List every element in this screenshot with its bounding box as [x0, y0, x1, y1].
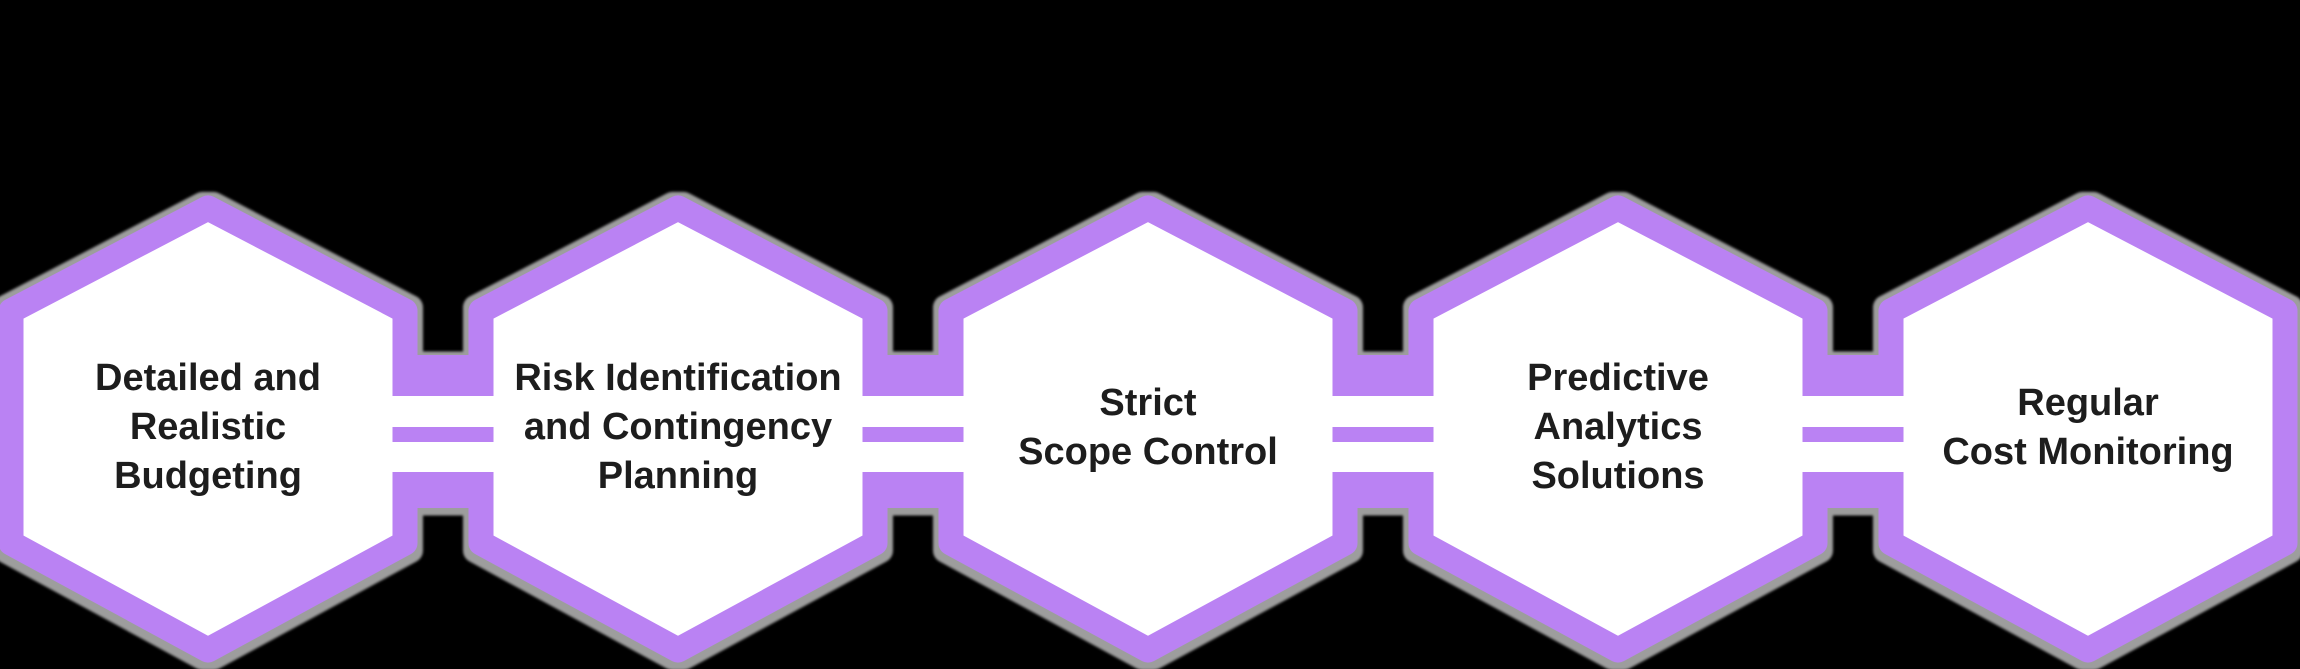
hexagon-label-3: Strict Scope Control: [1018, 381, 1278, 473]
hexagon-label-1: Detailed and Realistic Budgeting: [95, 357, 321, 497]
connector-slit: [358, 442, 528, 472]
connector-slit: [1298, 396, 1468, 427]
connector-slit: [1768, 442, 1938, 472]
hexagon-label-5: Regular Cost Monitoring: [1942, 381, 2234, 473]
hexagon-label-2: Risk Identification and Contingency Plan…: [514, 357, 842, 497]
connector-slit: [828, 442, 998, 472]
hexagon-shape-3: [938, 195, 1358, 663]
hexagon-shape-1: [0, 195, 418, 663]
hexagon-label-4: Predictive Analytics Solutions: [1527, 357, 1709, 497]
hexagon-shape-4: [1408, 195, 1828, 663]
hexagon-shape-5: [1878, 195, 2298, 663]
connector-slit: [828, 396, 998, 427]
hexagon-shape-2: [468, 195, 888, 663]
connector-slit: [1768, 396, 1938, 427]
connector-slit: [358, 396, 528, 427]
connector-slit: [1298, 442, 1468, 472]
